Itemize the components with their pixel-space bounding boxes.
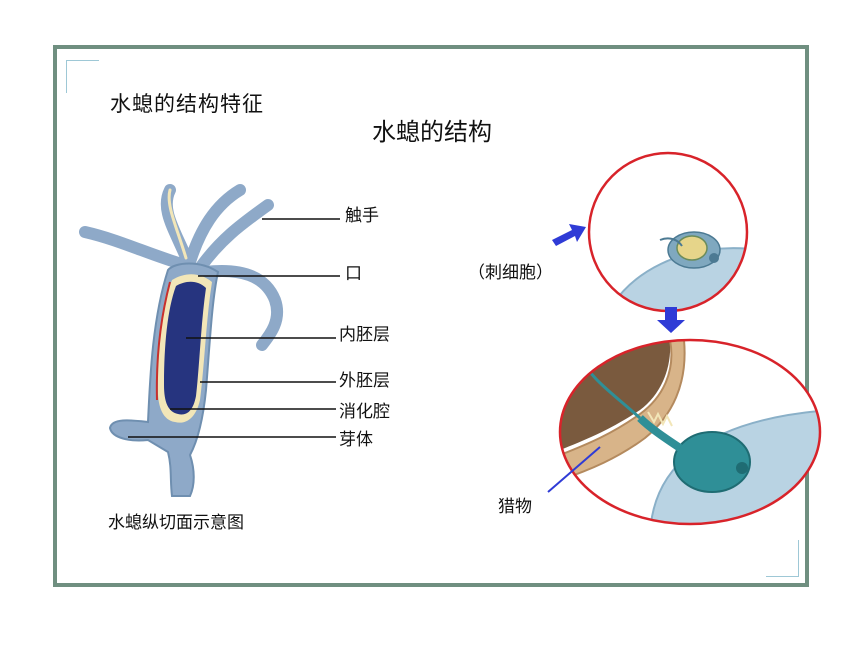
diagram-caption: 水螅纵切面示意图 [108, 513, 244, 533]
slide-heading: 水螅的结构特征 [110, 92, 264, 116]
hydra-body [108, 262, 220, 497]
label-leader-lines [128, 218, 340, 438]
corner-decoration-bottom-right [766, 540, 799, 577]
corner-decoration-top-left [66, 60, 99, 93]
arrow-to-cnidocyte-icon [552, 224, 586, 246]
label-endoderm: 内胚层 [339, 325, 390, 345]
slide-title: 水螅的结构 [372, 118, 492, 146]
label-gastrovascular-cavity: 消化腔 [339, 402, 390, 422]
cnidocyte-magnified-view [587, 151, 749, 313]
label-tentacle: 触手 [345, 206, 379, 226]
label-bud: 芽体 [339, 430, 373, 450]
label-mouth: 口 [345, 264, 362, 284]
prey-capture-magnified-view [558, 338, 822, 526]
label-ectoderm: 外胚层 [339, 371, 390, 391]
hydra-tentacles [79, 184, 284, 351]
label-cnidocyte: （刺细胞） [468, 263, 553, 283]
label-prey: 猎物 [498, 497, 532, 517]
arrow-down-icon [657, 307, 685, 333]
prey-pointer-line [547, 446, 601, 493]
